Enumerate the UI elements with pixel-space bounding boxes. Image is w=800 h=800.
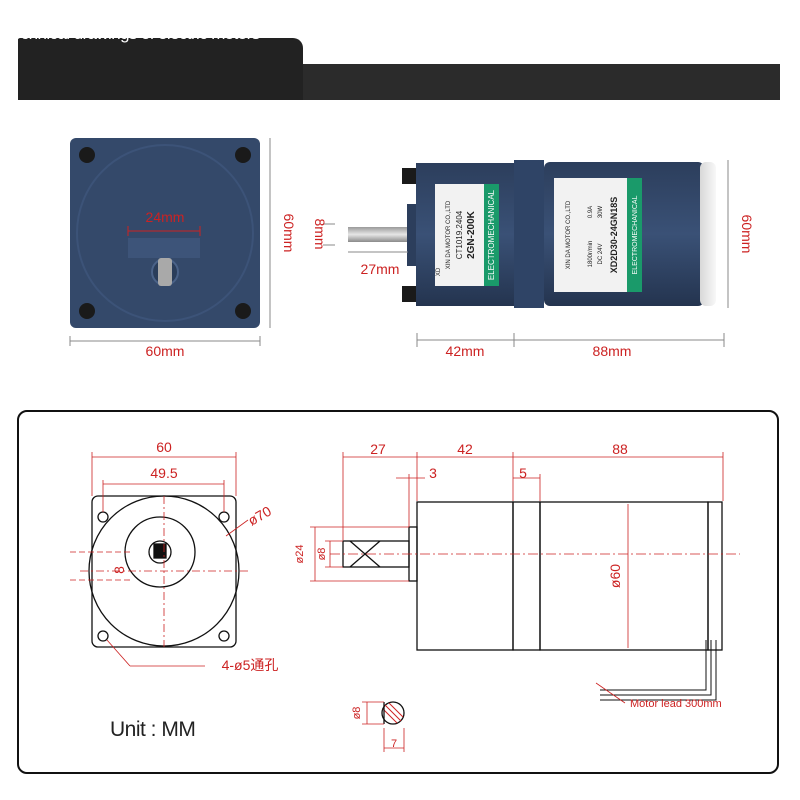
gearbox-label-brand: XD	[436, 267, 442, 276]
front-plate-ring	[76, 144, 254, 322]
header-title-right: TECHNICAL DRAWINGS OF THE MOTOR	[335, 32, 713, 51]
front-shaft	[158, 258, 172, 286]
side-shaft-length-dim: 27mm	[361, 261, 400, 277]
drawing-front-flange: ø70	[245, 503, 274, 529]
drawing-side-lead: Motor lead 300mm	[630, 698, 722, 710]
side-boss	[407, 204, 417, 266]
drawing-side-shaft-length: 27	[370, 441, 386, 457]
drawing-side-body-diameter: ø60	[607, 564, 623, 588]
motor-label-line2: ELECTROMECHANICAL	[632, 195, 639, 274]
header-banner-left	[18, 38, 303, 100]
front-shaft-dim: 24mm	[146, 209, 185, 225]
screw-bottom-right	[235, 303, 251, 319]
side-view-photo: ELECTROMECHANICAL 2GN-200K CT1019.2404 X…	[312, 160, 755, 359]
front-view-dims	[70, 452, 249, 667]
drawing-side-boss-diameter: ø24	[294, 545, 306, 564]
shaft-section-drawing: ø8 7	[351, 701, 405, 752]
drawing-side-step: 3	[429, 465, 437, 481]
technical-drawing-frame	[17, 410, 779, 774]
gearbox-label-model: 2GN-200K	[466, 210, 477, 259]
side-view-dims	[310, 452, 740, 704]
header-title-left: Technical drawings of electric motors	[4, 24, 260, 43]
side-view-drawing	[342, 501, 723, 701]
gearbox-label-code: CT1019.2404	[455, 210, 464, 259]
drawing-section-flat: 7	[391, 738, 397, 750]
drawing-front-holes: 4-ø5通孔	[222, 657, 279, 673]
drawing-side-gearbox-length: 42	[457, 441, 473, 457]
header-banner	[18, 38, 780, 100]
gearbox-label: ELECTROMECHANICAL 2GN-200K CT1019.2404 X…	[435, 184, 499, 286]
unit-label: Unit : MM	[110, 718, 196, 741]
motor-label-speed: 1800r/min	[588, 241, 594, 268]
side-motor-length-dim: 88mm	[593, 343, 632, 359]
drawing-side-motor-length: 88	[612, 441, 628, 457]
drawing-side-gap: 5	[519, 465, 527, 481]
gearbox-flange	[514, 160, 544, 308]
motor-label-power: 30W	[598, 205, 604, 218]
front-view-photo: 24mm 60mm 60mm	[69, 138, 297, 359]
motor-label-company: XIN DA MOTOR CO.,LTD	[566, 200, 572, 269]
side-shaft	[348, 227, 408, 242]
front-plate	[70, 138, 260, 328]
side-shaft-diameter-dim: 8mm	[312, 218, 328, 249]
drawing-section-diameter: ø8	[351, 707, 363, 720]
motor-label-current: 0.9A	[588, 206, 594, 218]
drawing-front-shaft-offset: 8	[111, 566, 127, 574]
motor-label-model: XD2D30-24GN18S	[609, 197, 619, 274]
front-boss	[128, 238, 200, 258]
gearbox-label-line2: ELECTROMECHANICAL	[487, 189, 496, 280]
motor-label: ELECTROMECHANICAL XD2D30-24GN18S DC 24V …	[554, 178, 642, 292]
front-height-dim: 60mm	[281, 214, 297, 253]
drawing-side-shaft-diameter: ø8	[316, 548, 328, 561]
header-banner-right	[303, 64, 780, 100]
motor-photo: 24mm 60mm 60mm ELECTROMECHANICAL 2GN-200…	[69, 138, 755, 359]
screw-top-left	[79, 147, 95, 163]
gearbox-screw-top	[402, 168, 416, 184]
side-gearbox-length-dim: 42mm	[446, 343, 485, 359]
motor-label-voltage: DC 24V	[598, 243, 604, 264]
gearbox-screw-bottom	[402, 286, 416, 302]
drawing-front-width: 60	[156, 439, 172, 455]
screw-top-right	[235, 147, 251, 163]
screw-bottom-left	[79, 303, 95, 319]
front-width-dim: 60mm	[146, 343, 185, 359]
drawing-front-bolt-spacing: 49.5	[150, 465, 177, 481]
gearbox-label-company: XIN DA MOTOR CO.,LTD	[446, 200, 452, 269]
motor-end-cap	[700, 162, 716, 306]
side-height-dim: 60mm	[739, 215, 755, 254]
